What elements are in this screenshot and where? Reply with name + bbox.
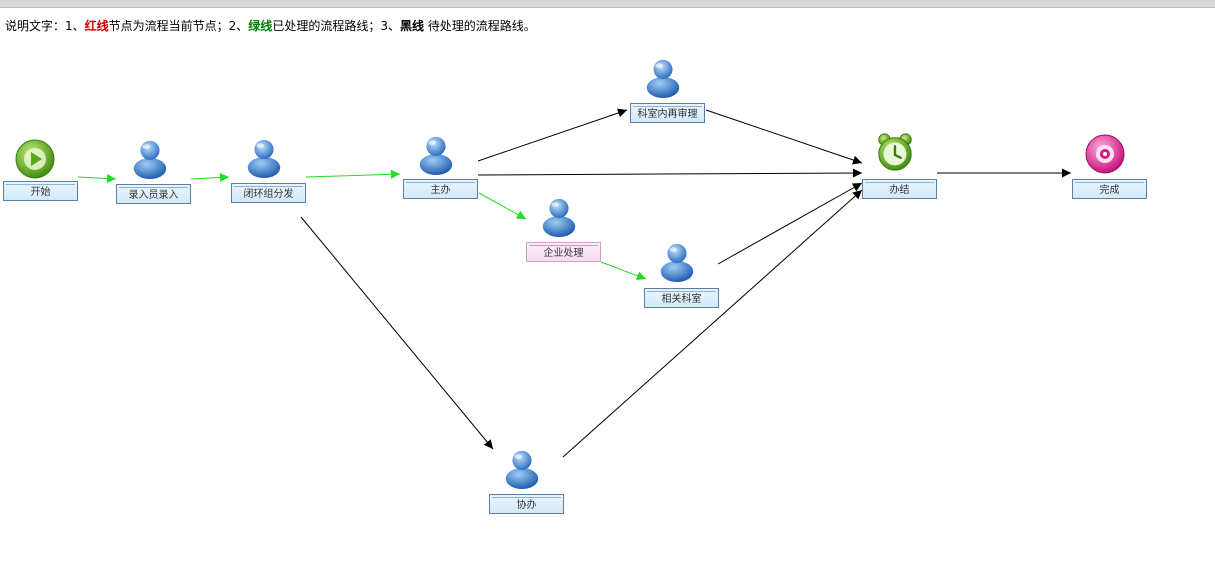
node-start-label: 开始 <box>3 181 78 201</box>
edge-dispatch-to-main <box>305 169 401 179</box>
user-icon <box>133 140 167 180</box>
edge-main-to-review <box>477 108 628 162</box>
start-play-icon <box>15 139 55 179</box>
legend-prefix: 说明文字：1、 <box>5 19 85 33</box>
edge-review-to-conclude <box>705 109 863 165</box>
user-icon <box>646 59 680 99</box>
node-conclude-label: 办结 <box>862 179 937 199</box>
edge-start-to-entry <box>77 174 117 184</box>
legend-black-key: 黑线 <box>399 19 424 33</box>
edge-enterprise-to-related <box>600 261 647 281</box>
legend-black-text: 待处理的流程路线。 <box>423 19 536 33</box>
edge-main-to-conclude <box>477 168 863 178</box>
node-assist-label: 协办 <box>489 494 564 514</box>
legend-red-text: 节点为流程当前节点；2、 <box>108 19 249 33</box>
user-icon <box>419 136 453 176</box>
legend-text: 说明文字：1、红线节点为流程当前节点；2、绿线已处理的流程路线；3、黑线 待处理… <box>5 17 536 35</box>
edge-dispatch-to-assist <box>300 216 494 450</box>
user-icon <box>660 243 694 283</box>
legend-red-key: 红线 <box>84 19 109 33</box>
node-dispatch-label: 闭环组分发 <box>231 183 306 203</box>
legend-green-text: 已处理的流程路线；3、 <box>272 19 400 33</box>
window-top-bar <box>0 0 1215 8</box>
node-entry-label: 录入员录入 <box>116 184 191 204</box>
user-icon <box>505 450 539 490</box>
edge-entry-to-dispatch <box>190 172 230 182</box>
node-related-label: 相关科室 <box>644 288 719 308</box>
finish-disc-icon <box>1085 134 1125 174</box>
node-enterprise-label: 企业处理 <box>526 242 601 262</box>
edge-related-to-conclude <box>717 182 863 265</box>
edge-assist-to-conclude <box>562 189 863 458</box>
node-finish-label: 完成 <box>1072 179 1147 199</box>
user-icon <box>542 198 576 238</box>
node-main-label: 主办 <box>403 179 478 199</box>
alarm-clock-icon <box>878 133 912 171</box>
legend-green-key: 绿线 <box>248 19 273 33</box>
user-icon <box>247 139 281 179</box>
edge-main-to-enterprise <box>478 192 527 220</box>
node-review-label: 科室内再审理 <box>630 103 705 123</box>
